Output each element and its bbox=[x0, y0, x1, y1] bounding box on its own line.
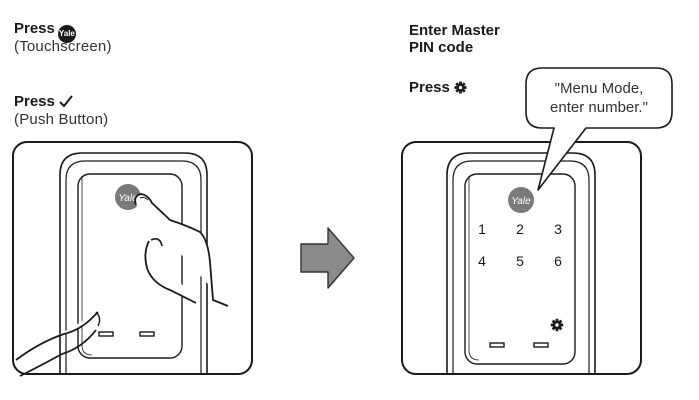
lock-inner bbox=[452, 160, 590, 374]
slot-right bbox=[533, 342, 549, 348]
left-yale-logo-text: Yale bbox=[118, 193, 138, 204]
lock-inner bbox=[65, 160, 202, 374]
press-label: Press bbox=[14, 20, 55, 37]
key-3: 3 bbox=[554, 221, 562, 237]
key-4: 4 bbox=[478, 253, 486, 269]
push-button-caption: (Push Button) bbox=[14, 111, 109, 128]
gear-icon bbox=[454, 81, 467, 98]
check-icon bbox=[59, 95, 73, 112]
enter-master-pin: Enter Master PIN code bbox=[409, 22, 500, 57]
key-6: 6 bbox=[554, 253, 562, 269]
left-frame bbox=[12, 141, 253, 375]
press-label: Press bbox=[409, 79, 450, 96]
touchscreen-caption: (Touchscreen) bbox=[14, 38, 112, 55]
bubble-line-1: "Menu Mode, bbox=[555, 80, 644, 97]
lock-outer bbox=[446, 152, 596, 374]
lock-panel bbox=[77, 173, 183, 359]
slot-left bbox=[489, 342, 505, 348]
push-finger-lower bbox=[19, 329, 97, 377]
yale-logo-icon: Yale bbox=[57, 25, 76, 43]
slot-left bbox=[98, 331, 114, 337]
push-instruction: Press bbox=[14, 93, 73, 112]
press-label: Press bbox=[14, 93, 55, 110]
bubble-line-2: enter number." bbox=[550, 99, 648, 116]
right-yale-logo bbox=[508, 187, 534, 213]
key-1: 1 bbox=[478, 221, 486, 237]
left-yale-logo bbox=[115, 184, 141, 210]
gear-key-icon bbox=[550, 318, 564, 332]
hand-palm bbox=[144, 240, 197, 304]
hand-finger bbox=[134, 193, 229, 307]
push-finger bbox=[15, 311, 99, 361]
right-yale-logo-text: Yale bbox=[511, 196, 531, 207]
slot-right bbox=[139, 331, 155, 337]
enter-line-1: Enter Master bbox=[409, 22, 500, 39]
lock-outer bbox=[59, 152, 208, 374]
hand-knuckle bbox=[150, 238, 163, 247]
key-5: 5 bbox=[516, 253, 524, 269]
lock-panel bbox=[464, 173, 576, 365]
speech-bubble bbox=[525, 67, 673, 191]
key-2: 2 bbox=[516, 221, 524, 237]
gear-instruction: Press bbox=[409, 79, 467, 98]
right-frame bbox=[401, 141, 642, 375]
enter-line-2: PIN code bbox=[409, 39, 474, 57]
